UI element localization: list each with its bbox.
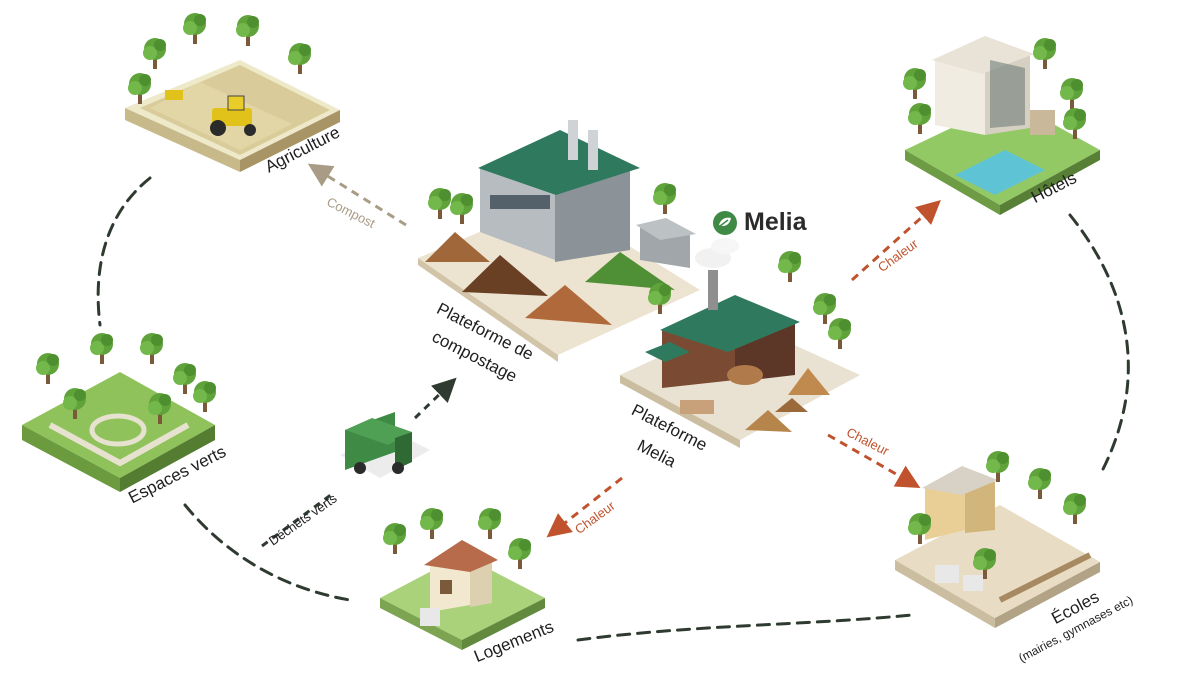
espaces-verts-illustration	[22, 333, 216, 492]
arrow-compost	[307, 163, 407, 227]
cycle-link-logements-ecoles	[576, 613, 914, 642]
arrow-chaleur-ecoles	[827, 433, 921, 488]
arrow-chaleur-hotels	[850, 199, 941, 282]
cycle-link-agriculture-espaces	[96, 176, 152, 327]
melia-illustration	[620, 238, 860, 448]
cycle-links	[96, 176, 1130, 642]
arrow-dechets-verts	[261, 492, 333, 548]
logements-illustration	[380, 508, 545, 650]
brand-name: Melia	[744, 208, 807, 236]
truck-illustration	[340, 412, 430, 478]
hotels-illustration	[903, 36, 1100, 215]
agriculture-illustration	[125, 13, 340, 172]
cycle-link-hotels-ecoles	[1068, 213, 1130, 477]
factory-building	[478, 120, 696, 268]
arrow-dechets-plateforme	[413, 377, 457, 420]
compostage-illustration	[418, 120, 700, 362]
ecoles-illustration	[895, 451, 1100, 628]
melia-brand: Melia	[712, 208, 807, 237]
tractor-icon	[210, 95, 256, 136]
cycle-link-espaces-logements	[183, 503, 352, 602]
leaf-logo-icon	[713, 210, 737, 235]
arrow-chaleur-logements	[546, 476, 623, 538]
